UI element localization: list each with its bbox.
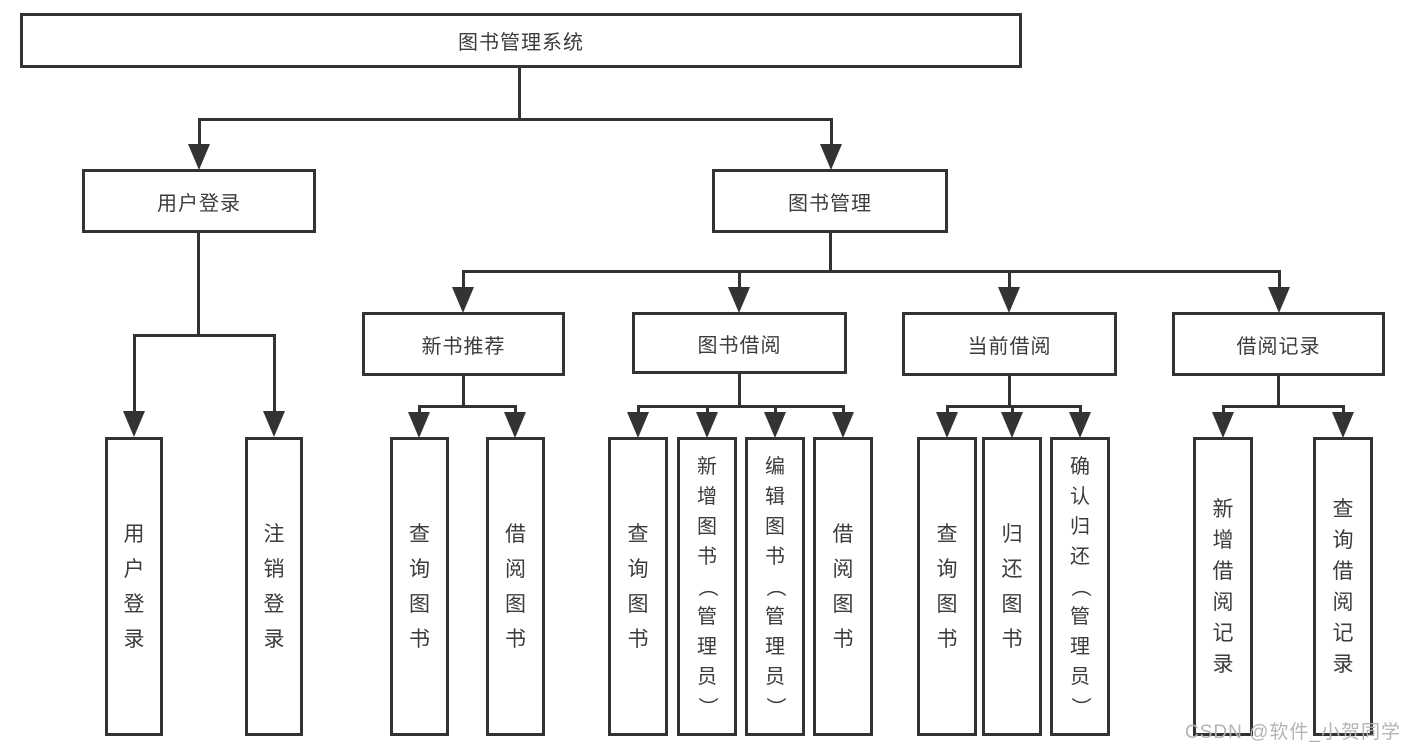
- arrow-down-icon: [1001, 412, 1023, 438]
- connector-newbook-stem: [462, 376, 465, 408]
- leaf-label: 查询图书: [409, 522, 430, 651]
- arrow-down-icon: [764, 412, 786, 438]
- connector-records-stem: [1277, 376, 1280, 408]
- connector-current-drop: [946, 405, 949, 415]
- connector-borrow-stem: [738, 374, 741, 408]
- connector-bookmgmt-rail: [462, 270, 1281, 273]
- connector-userlogin-stem: [197, 233, 200, 337]
- node-label: 图书管理: [788, 192, 872, 215]
- connector-records-drop: [1342, 405, 1345, 415]
- connector-borrow-rail: [637, 405, 845, 408]
- arrow-down-icon: [1332, 412, 1354, 438]
- leaf-label: 新增借阅记录: [1212, 497, 1234, 676]
- leaf-records-add-borrow-record: 新增借阅记录: [1193, 437, 1253, 736]
- connector-borrow-drop: [706, 405, 709, 415]
- leaf-borrow-add-books-admin: 新增图书（管理员）: [677, 437, 737, 736]
- arrow-down-icon: [627, 412, 649, 438]
- arrow-down-icon: [452, 287, 474, 313]
- arrow-down-icon: [1212, 412, 1234, 438]
- leaf-borrow-edit-books-admin: 编辑图书（管理员）: [745, 437, 805, 736]
- node-library-management-system: 图书管理系统: [20, 13, 1022, 68]
- arrow-down-icon: [728, 287, 750, 313]
- connector-borrow-drop: [842, 405, 845, 415]
- leaf-label: 查询借阅记录: [1332, 497, 1354, 676]
- leaf-label: 注销登录: [263, 522, 285, 651]
- connector-current-stem: [1008, 376, 1011, 408]
- arrow-down-icon: [1069, 412, 1091, 438]
- leaf-newbook-borrow-books: 借阅图书: [486, 437, 545, 736]
- node-label: 用户登录: [157, 192, 241, 215]
- arrow-down-icon: [1268, 287, 1290, 313]
- arrow-down-icon: [504, 412, 526, 438]
- arrow-down-icon: [263, 411, 285, 437]
- node-book-management: 图书管理: [712, 169, 948, 233]
- node-book-borrow: 图书借阅: [632, 312, 847, 374]
- node-user-login: 用户登录: [82, 169, 316, 233]
- leaf-label: 用户登录: [123, 522, 145, 651]
- arrow-down-icon: [188, 144, 210, 170]
- arrow-down-icon: [408, 412, 430, 438]
- connector-newbook-rail: [418, 405, 517, 408]
- leaf-label: 新增图书（管理员）: [696, 455, 718, 717]
- leaf-label: 借阅图书: [505, 522, 526, 651]
- connector-newbook-drop: [418, 405, 421, 415]
- leaf-label: 借阅图书: [832, 522, 854, 651]
- leaf-label: 查询图书: [936, 522, 958, 651]
- node-label: 借阅记录: [1236, 335, 1321, 358]
- arrow-down-icon: [998, 287, 1020, 313]
- arrow-down-icon: [820, 144, 842, 170]
- connector-newbook-drop: [514, 405, 517, 415]
- connector-records-rail: [1222, 405, 1344, 408]
- connector-current-drop: [1011, 405, 1014, 415]
- leaf-label: 编辑图书（管理员）: [764, 455, 786, 717]
- node-label: 当前借阅: [967, 335, 1052, 358]
- leaf-logout-login: 注销登录: [245, 437, 303, 736]
- leaf-user-login: 用户登录: [105, 437, 163, 736]
- leaf-records-query-borrow-record: 查询借阅记录: [1313, 437, 1373, 736]
- connector-records-drop: [1222, 405, 1225, 415]
- node-current-borrow: 当前借阅: [902, 312, 1117, 376]
- connector-bookmgmt-drop: [1008, 270, 1011, 290]
- leaf-borrow-query-books: 查询图书: [608, 437, 668, 736]
- leaf-current-query-books: 查询图书: [917, 437, 977, 736]
- connector-current-drop: [1079, 405, 1082, 415]
- connector-bookmgmt-drop: [1278, 270, 1281, 290]
- leaf-newbook-query-books: 查询图书: [390, 437, 449, 736]
- node-new-book-recommend: 新书推荐: [362, 312, 565, 376]
- connector-root-stem: [518, 66, 521, 120]
- node-borrow-records: 借阅记录: [1172, 312, 1385, 376]
- connector-root-rail: [198, 118, 832, 121]
- csdn-watermark: CSDN @软件_小贺同学: [1185, 722, 1401, 743]
- connector-userlogin-rail: [133, 334, 276, 337]
- leaf-borrow-borrow-books: 借阅图书: [813, 437, 873, 736]
- connector-borrow-drop: [637, 405, 640, 415]
- connector-bookmgmt-stem: [829, 233, 832, 273]
- leaf-current-confirm-return-admin: 确认归还（管理员）: [1050, 437, 1110, 736]
- connector-root-drop-left: [198, 118, 201, 150]
- connector-borrow-drop: [774, 405, 777, 415]
- arrow-down-icon: [936, 412, 958, 438]
- connector-root-drop-right: [830, 118, 833, 150]
- leaf-label: 查询图书: [627, 522, 649, 651]
- connector-userlogin-drop: [273, 334, 276, 414]
- arrow-down-icon: [696, 412, 718, 438]
- connector-bookmgmt-drop: [462, 270, 465, 290]
- leaf-current-return-books: 归还图书: [982, 437, 1042, 736]
- arrow-down-icon: [832, 412, 854, 438]
- node-label: 图书借阅: [697, 334, 782, 357]
- leaf-label: 归还图书: [1001, 522, 1023, 651]
- connector-bookmgmt-drop: [738, 270, 741, 290]
- connector-userlogin-drop: [133, 334, 136, 414]
- node-label: 新书推荐: [421, 335, 506, 358]
- leaf-label: 确认归还（管理员）: [1069, 455, 1091, 717]
- arrow-down-icon: [123, 411, 145, 437]
- node-label: 图书管理系统: [458, 32, 584, 54]
